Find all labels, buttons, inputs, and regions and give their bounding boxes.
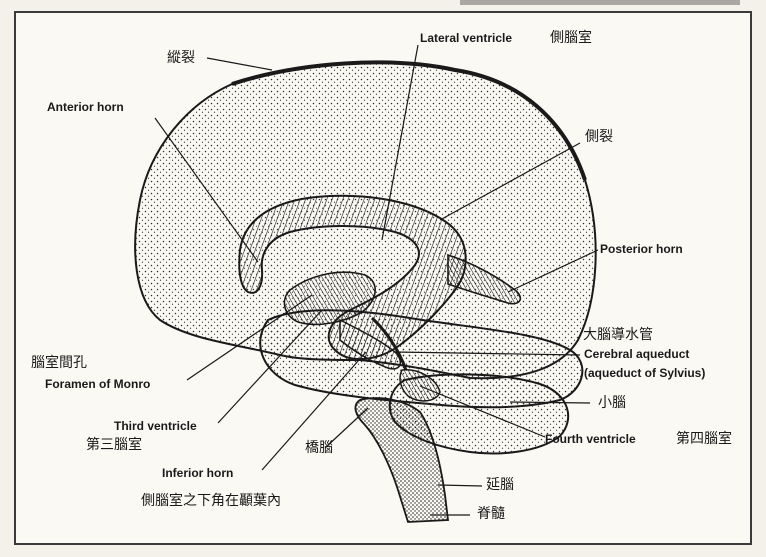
label-lateral-fissure-zh: 側裂 <box>585 130 613 144</box>
label-inferior-horn-zh: 側腦室之下角在顳葉內 <box>141 494 281 508</box>
label-lateral-ventricle-en: Lateral ventricle <box>420 32 512 44</box>
label-inferior-horn-en: Inferior horn <box>162 467 233 479</box>
label-posterior-horn: Posterior horn <box>600 243 683 255</box>
label-cerebral-aqueduct-en: Cerebral aqueduct <box>584 348 689 360</box>
leader-longitudinal-fissure <box>207 58 272 70</box>
label-fourth-ventricle-zh: 第四腦室 <box>676 432 732 446</box>
label-spinal-cord-zh: 脊髓 <box>477 507 505 521</box>
label-lateral-ventricle-zh: 側腦室 <box>550 31 592 45</box>
label-third-ventricle-en: Third ventricle <box>114 420 197 432</box>
label-foramen-zh: 腦室間孔 <box>31 356 87 370</box>
label-foramen-en: Foramen of Monro <box>45 378 150 390</box>
label-longitudinal-fissure-zh: 縱裂 <box>167 51 195 65</box>
label-pons-zh: 橋腦 <box>305 441 333 455</box>
label-anterior-horn: Anterior horn <box>47 101 124 113</box>
label-cerebral-aqueduct-zh: 大腦導水管 <box>583 328 653 342</box>
label-cerebellum-zh: 小腦 <box>598 396 626 410</box>
label-aqueduct-sylvius: (aqueduct of Sylvius) <box>584 367 705 379</box>
label-third-ventricle-zh: 第三腦室 <box>86 438 142 452</box>
label-medulla-zh: 延腦 <box>486 478 514 492</box>
leader-medulla <box>438 485 482 486</box>
label-fourth-ventricle-en: Fourth ventricle <box>545 433 636 445</box>
